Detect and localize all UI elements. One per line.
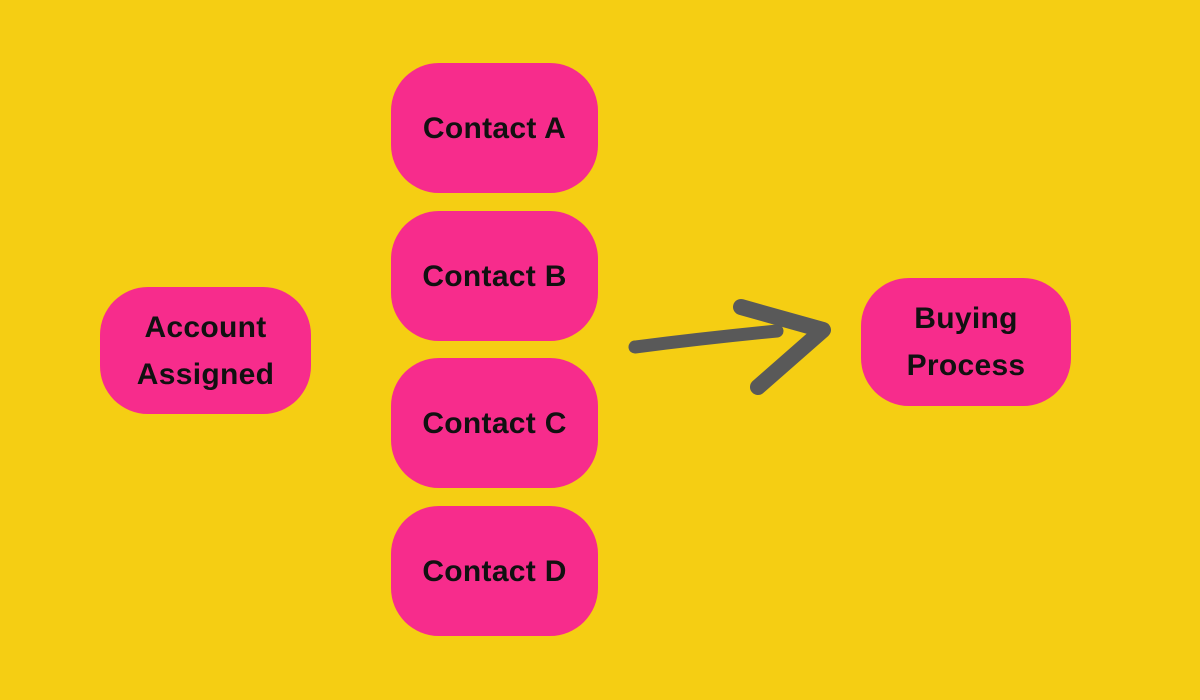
- hand-drawn-right-arrow-icon: [625, 297, 835, 402]
- node-buying-process: Buying Process: [861, 278, 1071, 406]
- node-account-assigned: Account Assigned: [100, 287, 311, 414]
- node-contact-c-label: Contact C: [422, 406, 567, 440]
- node-buying-process-line2: Process: [906, 349, 1026, 382]
- node-buying-process-line1: Buying: [914, 302, 1018, 335]
- node-contact-d-label: Contact D: [422, 554, 567, 588]
- node-account-assigned-line1: Account: [144, 310, 267, 344]
- node-contact-a: Contact A: [391, 63, 598, 193]
- node-contact-b-label: Contact B: [422, 259, 567, 293]
- node-contact-a-label: Contact A: [422, 111, 567, 145]
- node-contact-c: Contact C: [391, 358, 598, 488]
- node-account-assigned-line2: Assigned: [136, 357, 275, 391]
- node-contact-b: Contact B: [391, 211, 598, 341]
- node-contact-d: Contact D: [391, 506, 598, 636]
